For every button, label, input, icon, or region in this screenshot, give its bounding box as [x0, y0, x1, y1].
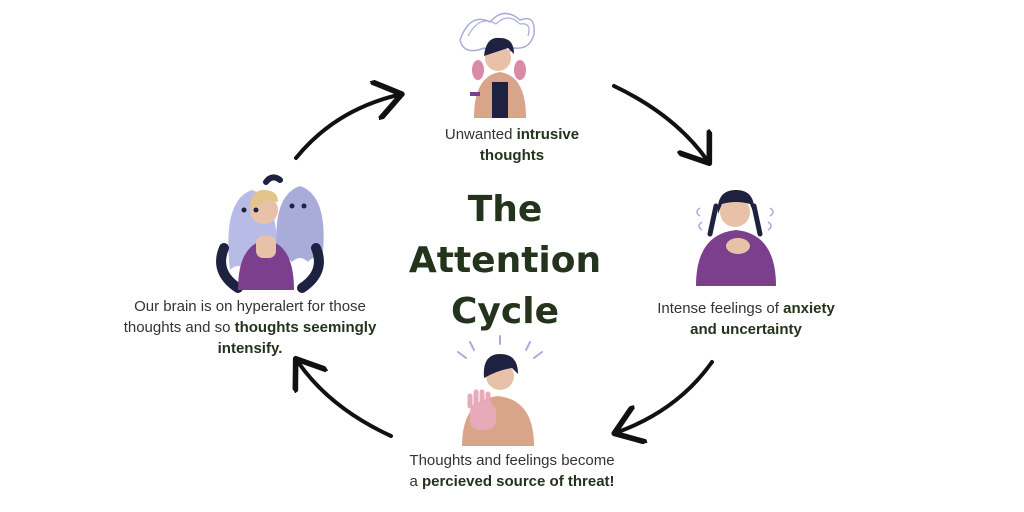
caption-segment: percieved source of threat!	[421, 473, 615, 490]
arrow-top-to-right	[612, 84, 707, 160]
title-line-3: Cycle	[451, 291, 559, 332]
caption-bottom: Thoughts and feelings become a percieved …	[372, 450, 652, 492]
caption-segment: Thoughts and feelings become	[409, 452, 615, 469]
stressed-person-scribble-icon	[459, 12, 535, 118]
caption-segment: anxiety	[783, 300, 835, 317]
arrow-right-to-bottom	[618, 360, 714, 432]
arrow-bottom-to-left	[298, 362, 393, 438]
caption-left: Our brain is on hyperalert for those thou…	[100, 296, 400, 359]
caption-right: Intense feelings of anxiety and uncertain…	[626, 298, 866, 340]
person-with-ghosts-icon	[216, 174, 324, 293]
caption-segment: thoughts seemingly	[234, 319, 377, 336]
caption-top: Unwanted intrusive thoughts	[387, 124, 637, 166]
diagram-title: The Attention Cycle	[380, 184, 630, 337]
caption-segment: thoughts	[479, 147, 545, 164]
caption-segment: thoughts and so	[123, 319, 235, 336]
arrow-left-to-top	[294, 95, 398, 160]
title-line-1: The	[467, 189, 543, 230]
caption-segment: Unwanted	[444, 126, 517, 143]
caption-segment: and uncertainty	[690, 321, 802, 338]
caption-segment: intensify.	[217, 340, 283, 357]
caption-segment: Intense feelings of	[657, 300, 784, 317]
title-line-2: Attention	[408, 240, 602, 281]
caption-segment: a	[409, 473, 422, 490]
alarmed-person-stop-hand-icon	[457, 335, 543, 446]
caption-segment: Our brain is on hyperalert for those	[134, 298, 366, 315]
anxious-person-icon	[696, 190, 776, 286]
caption-segment: intrusive	[516, 126, 580, 143]
